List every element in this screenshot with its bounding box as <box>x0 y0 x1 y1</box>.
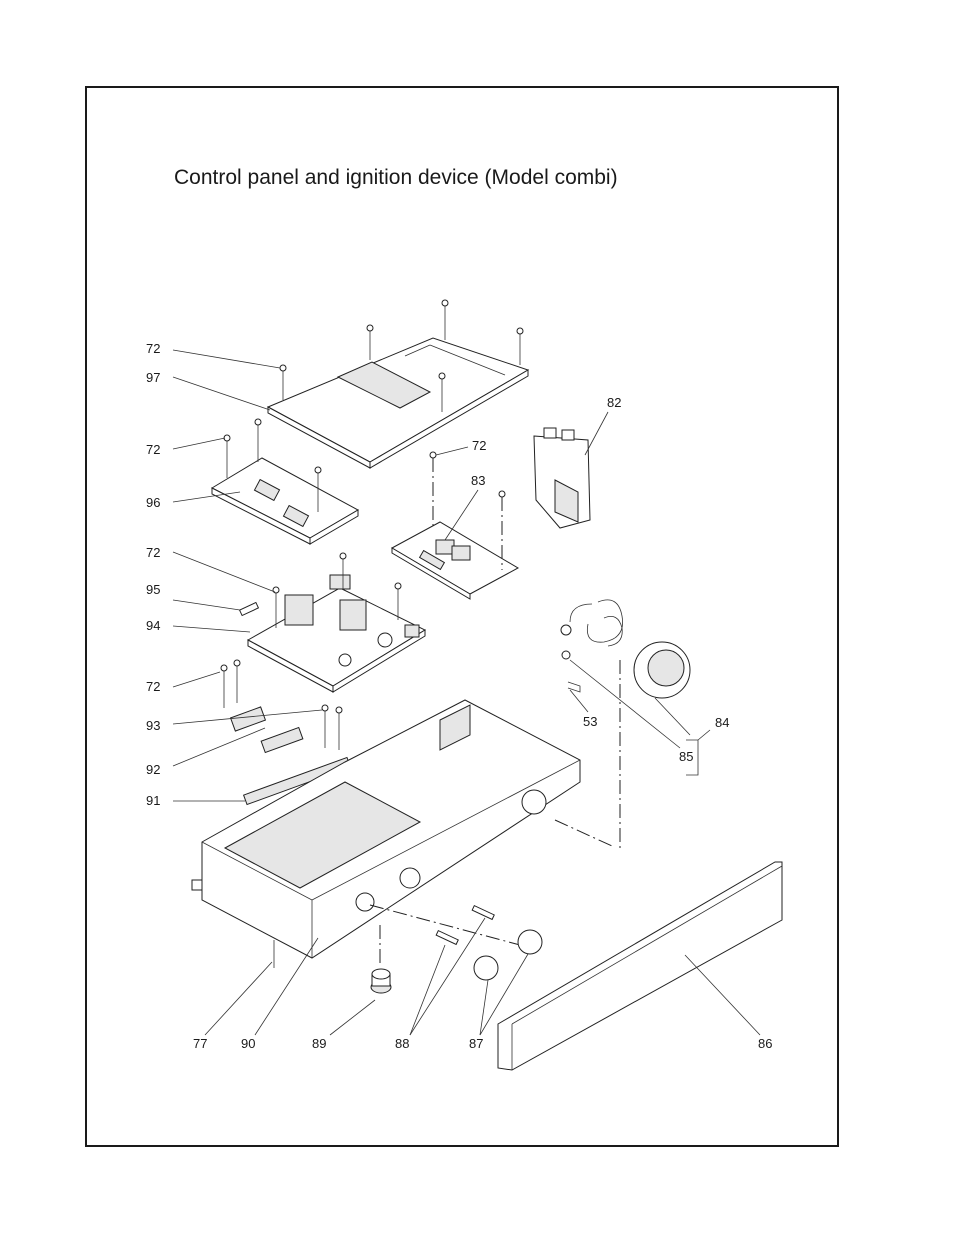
part-90-housing <box>191 699 581 959</box>
callout-72: 72 <box>146 679 160 694</box>
callout-72: 72 <box>146 341 160 356</box>
part-92-terminal <box>260 704 343 754</box>
callout-97: 97 <box>146 370 160 385</box>
callout-83: 83 <box>471 473 485 488</box>
callout-labels: 72 97 72 96 72 95 94 72 93 92 91 82 72 8… <box>146 341 772 1051</box>
part-89-knob <box>370 968 392 994</box>
part-82-ignition-unit <box>533 427 591 529</box>
part-94-main-board <box>246 552 427 693</box>
callout-72: 72 <box>146 442 160 457</box>
assembly-line-2 <box>554 819 613 847</box>
callout-96: 96 <box>146 495 160 510</box>
page-title: Control panel and ignition device (Model… <box>174 166 618 189</box>
part-87-button-a <box>473 955 499 981</box>
part-84-pressure-gauge <box>560 599 691 699</box>
callout-93: 93 <box>146 718 160 733</box>
assembly-line-4 <box>369 904 521 946</box>
screws-cover <box>279 299 524 412</box>
part-88-pin-b <box>471 904 495 921</box>
callout-86: 86 <box>758 1036 772 1051</box>
callout-88: 88 <box>395 1036 409 1051</box>
callout-91: 91 <box>146 793 160 808</box>
callout-53: 53 <box>583 714 597 729</box>
callout-87: 87 <box>469 1036 483 1051</box>
drawing-frame <box>85 86 839 1147</box>
callout-72: 72 <box>146 545 160 560</box>
part-85-o-ring <box>561 650 571 660</box>
part-96-bracket <box>210 418 360 545</box>
part-86-front-panel <box>497 861 783 1071</box>
callout-95: 95 <box>146 582 160 597</box>
callout-82: 82 <box>607 395 621 410</box>
callout-84: 84 <box>715 715 729 730</box>
leader-lines <box>172 349 761 1036</box>
callout-85: 85 <box>679 749 693 764</box>
part-83-board <box>390 451 520 600</box>
part-88-pin-a <box>435 929 459 946</box>
part-87-button-b <box>517 929 543 955</box>
callout-90: 90 <box>241 1036 255 1051</box>
part-53-clip <box>567 681 581 693</box>
callout-94: 94 <box>146 618 160 633</box>
part-95-fuse <box>238 601 260 617</box>
part-93-terminal <box>220 659 267 732</box>
part-97-cover <box>266 337 530 469</box>
callout-72: 72 <box>472 438 486 453</box>
callout-77: 77 <box>193 1036 207 1051</box>
callout-92: 92 <box>146 762 160 777</box>
callout-89: 89 <box>312 1036 326 1051</box>
